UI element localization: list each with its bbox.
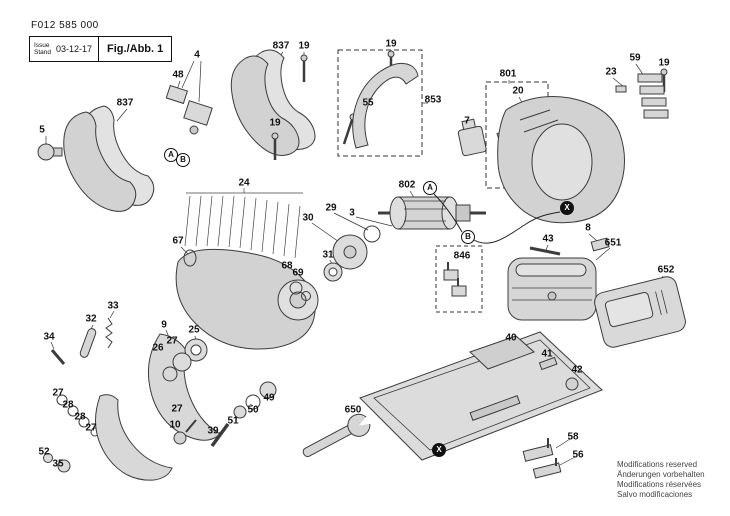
washer-chain (43, 394, 100, 473)
flange-stack (162, 338, 208, 382)
battery-pack (507, 257, 597, 321)
main-handle-shells (230, 49, 316, 156)
issue-date: 03-12-17 (56, 44, 93, 54)
aux-handle (352, 62, 419, 149)
title-block: Issue Stand 03-12-17 Fig./Abb. 1 (29, 36, 173, 62)
swing-guard (95, 394, 173, 481)
knob (37, 143, 63, 161)
small-rings (183, 249, 343, 301)
guard-hatching (184, 188, 303, 259)
note-line-fr: Modifications réservées (617, 480, 702, 489)
battery-contact-stack (615, 73, 669, 119)
armature (378, 196, 486, 230)
bottom-hardware (522, 438, 562, 479)
note-line-es: Salvo modificaciones (617, 490, 693, 499)
stand-label: Stand (34, 49, 51, 56)
bracket (590, 237, 610, 252)
dashed-box-aux-handle (337, 49, 423, 157)
pin (529, 246, 561, 256)
wrench (302, 412, 376, 458)
note-line-en: Modifications reserved (617, 460, 698, 469)
issue-label: Issue (34, 41, 50, 49)
rear-handle-shells (63, 105, 155, 212)
modifications-note: Modifications reserved Änderungen vorbeh… (617, 460, 705, 500)
drawing-number: F012 585 000 (31, 20, 99, 31)
figure-label: Fig./Abb. 1 (107, 43, 164, 55)
switch (457, 118, 487, 157)
base-plate (359, 331, 603, 461)
guard-lever-kit (50, 317, 113, 365)
spindle-hardware (173, 381, 277, 448)
motor-housing (497, 96, 625, 224)
upper-guard (175, 248, 319, 350)
issue-block: Issue Stand 03-12-17 (30, 37, 100, 61)
wires (433, 193, 561, 244)
brush-module (165, 84, 213, 135)
note-line-de: Änderungen vorbehalten (617, 470, 705, 479)
charger (594, 276, 686, 348)
connector-kit (435, 245, 483, 313)
lower-guard (147, 333, 221, 441)
fan-and-washer (332, 225, 381, 270)
